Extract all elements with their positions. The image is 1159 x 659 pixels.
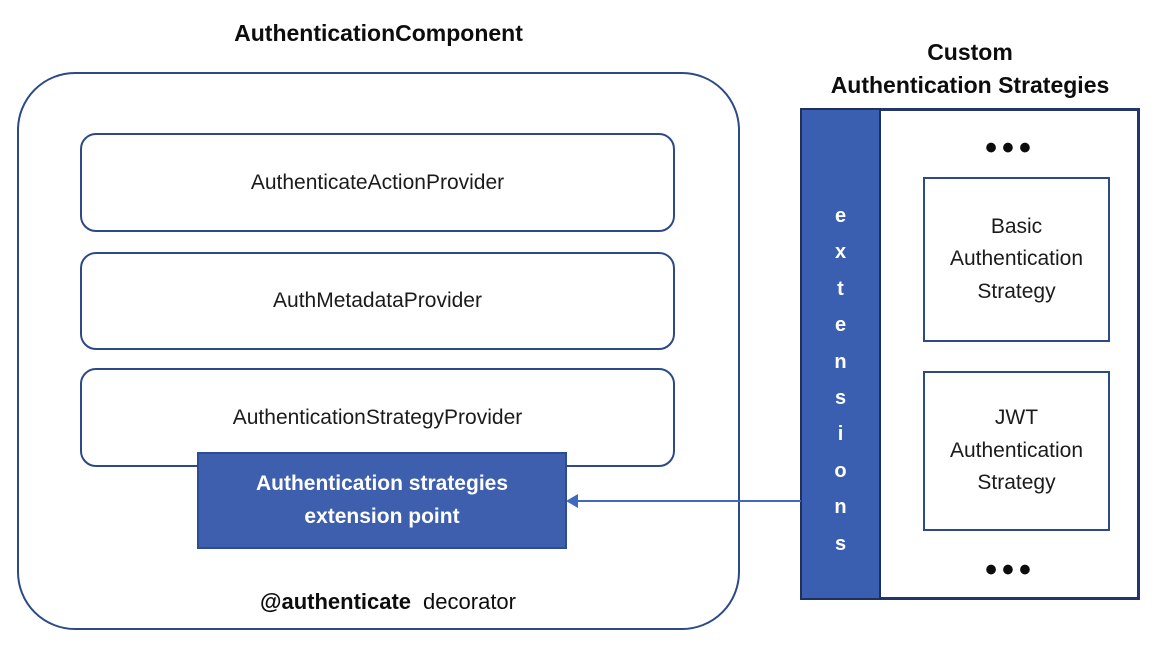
custom-authentication-strategies-title: Custom Authentication Strategies [830,39,1110,99]
more-strategies-bottom-ellipsis: ••• [985,551,1036,589]
authenticate-decorator-name: @authenticate [260,589,412,614]
authenticate-action-provider-box: AuthenticateActionProvider [80,133,675,232]
more-strategies-top-ellipsis: ••• [985,129,1036,167]
extensions-bar: e x t e n s i o n s [800,108,881,600]
authenticate-decorator-caption: @authenticate decorator [138,589,638,615]
extension-arrow-head-icon [566,494,578,508]
auth-metadata-provider-box: AuthMetadataProvider [80,252,675,350]
extension-arrow-line [577,500,801,502]
extensions-bar-label: e x t e n s i o n s [834,205,847,555]
authenticate-decorator-word: decorator [423,589,516,614]
authentication-strategies-extension-point-box: Authentication strategies extension poin… [197,452,567,549]
jwt-authentication-strategy-box: JWT Authentication Strategy [923,371,1110,531]
authentication-component-title: AuthenticationComponent [234,20,523,46]
basic-authentication-strategy-box: Basic Authentication Strategy [923,177,1110,342]
authentication-component-container [17,72,740,630]
